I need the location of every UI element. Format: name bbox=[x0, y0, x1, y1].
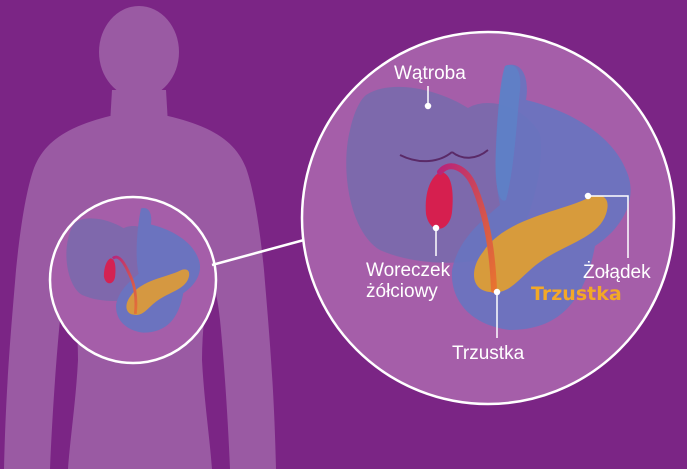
gallbladder-label-line2: żółciowy bbox=[366, 281, 450, 302]
gallbladder-label: Woreczek żółciowy bbox=[366, 260, 450, 302]
gallbladder-label-line1: Woreczek bbox=[366, 260, 450, 281]
small-magnifier bbox=[50, 197, 216, 363]
stomach-label: Żołądek bbox=[583, 262, 651, 283]
pancreas-label: Trzustka bbox=[452, 343, 524, 364]
pancreas-highlight-label: Trzustka bbox=[531, 283, 622, 305]
liver-label: Wątroba bbox=[394, 63, 466, 84]
